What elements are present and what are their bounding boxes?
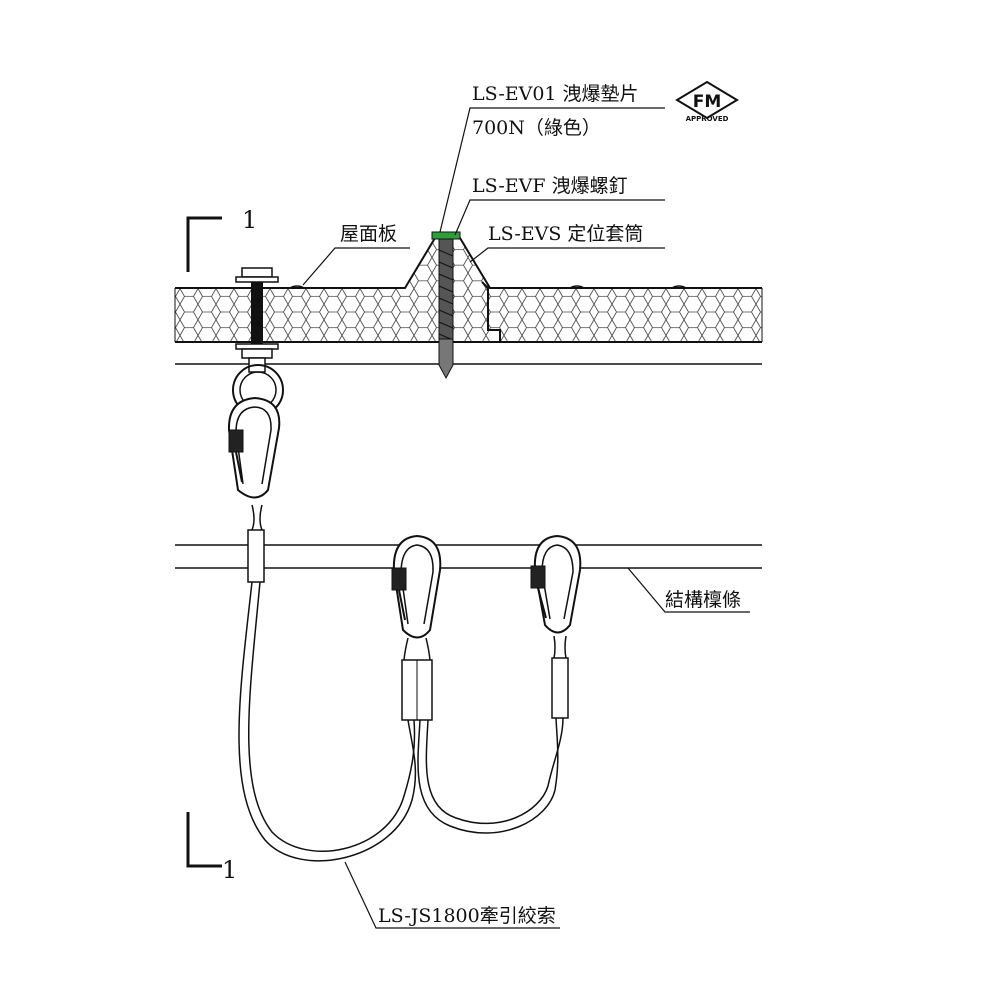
fm-approved-logo: FM APPROVED xyxy=(675,80,739,123)
section-mark-bottom-number: 1 xyxy=(222,856,237,884)
positioning-sleeve xyxy=(481,281,501,342)
traction-cable xyxy=(238,581,564,862)
anchor-bolt xyxy=(232,267,284,416)
label-structural-purlin: 結構檁條 xyxy=(665,589,741,611)
structural-purlin xyxy=(175,544,762,569)
section-mark-top-number: 1 xyxy=(242,206,257,234)
label-roof-panel: 屋面板 xyxy=(340,223,397,245)
label-traction-cable: LS-JS1800牽引絞索 xyxy=(378,905,556,927)
fm-approved-text: APPROVED xyxy=(686,115,729,123)
roof-panel xyxy=(174,237,763,365)
vent-screw xyxy=(431,231,461,380)
fm-logo-text: FM xyxy=(693,92,722,112)
label-gasket-code: LS-EV01 洩爆墊片 xyxy=(472,83,639,105)
carabiner-purlin-2 xyxy=(530,534,582,634)
carabiner-purlin-1 xyxy=(391,534,442,639)
section-mark-top: 1 xyxy=(186,206,257,272)
carabiner-anchor xyxy=(227,396,281,499)
cable-ferrules xyxy=(247,504,569,721)
section-mark-bottom: 1 xyxy=(186,812,237,884)
label-gasket-spec: 700N（綠色） xyxy=(472,117,601,139)
label-vent-screw: LS-EVF 洩爆螺釘 xyxy=(472,175,628,197)
label-positioning-sleeve: LS-EVS 定位套筒 xyxy=(488,223,643,245)
leader-lines xyxy=(302,107,750,929)
